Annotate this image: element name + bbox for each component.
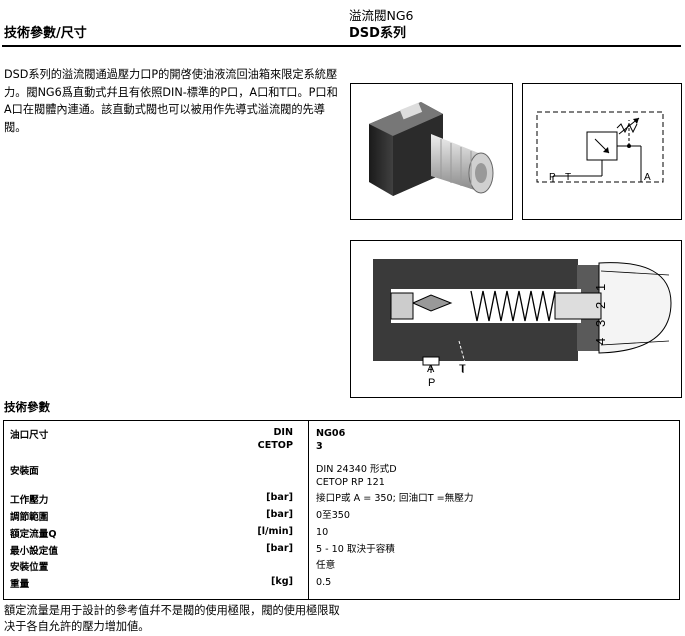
valve-photo-illustration: [369, 102, 494, 196]
symbol-diagram: P T A: [536, 111, 664, 183]
spec-label: 額定流量Q: [10, 529, 57, 540]
spec-value: CETOP RP 121: [316, 477, 385, 488]
section-drawing: A P T 1 2 3 4: [350, 240, 682, 398]
spec-unit: [kg]: [270, 576, 293, 587]
knob-number-4: 4: [593, 338, 608, 345]
knob-number-1: 1: [593, 284, 608, 291]
spec-value: NG06: [316, 428, 346, 439]
spec-label: 最小設定值: [10, 546, 58, 557]
symbol-port-p: P: [549, 172, 556, 183]
spec-value: 0至350: [316, 510, 351, 521]
product-photo: [350, 83, 513, 220]
spec-label: 油口尺寸: [10, 430, 49, 441]
spec-label: 工作壓力: [10, 495, 49, 506]
intro-paragraph: DSD系列的溢流閥通過壓力口P的開啓使油液流回油箱來限定系統壓力。閥NG6爲直動…: [4, 68, 338, 134]
spec-value: 5 - 10 取決于容積: [316, 544, 395, 555]
spring: [470, 290, 556, 322]
spec-value: DIN 24340 形式D: [316, 464, 397, 475]
spec-label: 重量: [10, 579, 30, 590]
spec-label: 安裝面: [10, 466, 39, 477]
spec-value: 0.5: [316, 577, 332, 588]
symbol-port-t: T: [565, 172, 571, 183]
spec-value: 接口P或 A = 350; 回油口T =無壓力: [316, 493, 474, 504]
spec-unit: DIN: [273, 427, 293, 438]
spec-unit: [bar]: [266, 509, 293, 520]
spec-unit: [bar]: [266, 492, 293, 503]
footnote: 額定流量是用于設計的參考值幷不是閥的使用極限，閥的使用極限取决于各自允許的壓力增…: [4, 604, 340, 633]
spec-label: 安裝位置: [10, 562, 49, 573]
spec-unit: [bar]: [266, 543, 293, 554]
spec-unit: CETOP: [257, 440, 293, 451]
section-label-t: T: [459, 363, 466, 375]
hydraulic-symbol: P T A: [522, 83, 682, 220]
spec-table: 油口尺寸 DIN NG06 CETOP 3 安裝面 DIN 24340 形式D …: [3, 420, 680, 600]
section-label-a: A: [427, 363, 435, 375]
section-diagram: A P T 1 2 3 4: [373, 259, 672, 389]
spec-value: 10: [316, 527, 329, 538]
knob-number-2: 2: [593, 302, 608, 309]
spec-label: 調節範圍: [10, 512, 49, 523]
header-divider: [2, 45, 681, 47]
knob-number-3: 3: [593, 320, 608, 327]
section-title: 技術參數/尺寸: [4, 26, 87, 41]
product-series: DSD系列: [349, 26, 406, 41]
spec-unit: [l/min]: [257, 526, 293, 537]
tech-section-title: 技術參數: [4, 400, 50, 414]
spec-value: 任意: [316, 560, 336, 571]
section-label-p: P: [428, 377, 435, 389]
spec-value: 3: [316, 441, 323, 452]
product-title: 溢流閥NG6: [349, 8, 414, 23]
symbol-port-a: A: [644, 172, 651, 183]
spec-column-divider: [308, 421, 309, 599]
